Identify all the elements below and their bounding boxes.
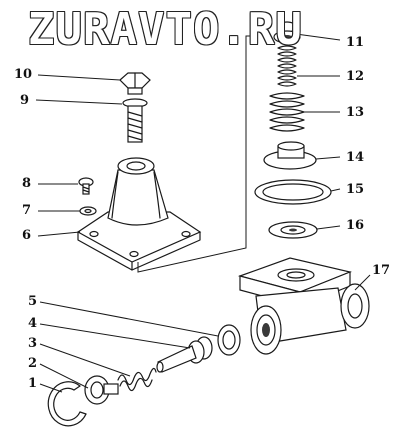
leader-lines <box>35 33 371 393</box>
callout-9: 9 <box>20 93 30 108</box>
callout-3: 3 <box>28 336 38 351</box>
callout-13: 13 <box>346 105 365 120</box>
callout-2: 2 <box>28 356 38 371</box>
callout-14: 14 <box>346 150 365 165</box>
callout-17: 17 <box>372 263 391 278</box>
diaphragm-part <box>268 221 318 239</box>
spring-cap-part <box>273 21 301 44</box>
callout-15: 15 <box>346 182 365 197</box>
callout-1: 1 <box>28 376 38 391</box>
callout-12: 12 <box>346 69 365 84</box>
callout-7: 7 <box>22 203 32 218</box>
callout-4: 4 <box>28 316 38 331</box>
callout-10: 10 <box>14 67 33 82</box>
callout-6: 6 <box>22 228 32 243</box>
screw-part <box>78 177 94 195</box>
valve-plunger-part <box>156 336 213 373</box>
valve-seat-part <box>84 375 119 405</box>
callout-11: 11 <box>346 35 365 50</box>
bolt-part <box>119 72 151 143</box>
assembly-guide-line <box>137 35 252 273</box>
callout-5: 5 <box>28 294 38 309</box>
callout-16: 16 <box>346 218 365 233</box>
callout-8: 8 <box>22 176 32 191</box>
seal-ring-part <box>217 324 241 356</box>
valve-body-part <box>237 257 370 355</box>
retaining-ring-part <box>47 381 87 427</box>
washer-small-part <box>79 206 97 216</box>
cover-housing-part <box>76 157 202 271</box>
outer-spring-part <box>269 92 305 132</box>
spring-seat-part <box>263 141 317 170</box>
watermark-text: ZURAVTO.RU <box>28 4 303 55</box>
inner-spring-part <box>277 45 297 87</box>
large-ring-part <box>254 179 332 205</box>
small-spring-part <box>117 367 157 392</box>
